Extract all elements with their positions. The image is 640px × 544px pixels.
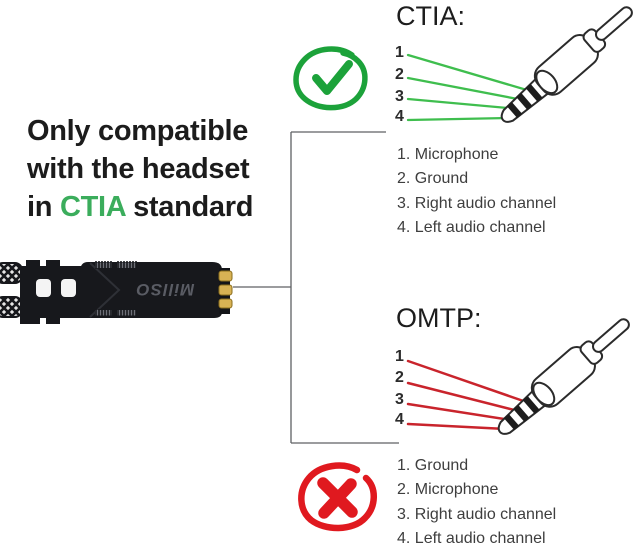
vent-texture: [95, 261, 137, 317]
omtp-label-4: 4. Left audio channel: [397, 530, 546, 544]
headline-line-1: Only compatible: [27, 115, 249, 147]
cross-icon: [298, 462, 377, 532]
braided-cable-bottom: [0, 296, 23, 318]
headline-ctia-highlight: CTIA: [59, 191, 126, 223]
omtp-label-2: 2. Microphone: [397, 481, 499, 499]
ctia-label-1: 1. Microphone: [397, 146, 499, 163]
headline-line-2: with the headset: [27, 153, 250, 185]
bracket-lines: [233, 131, 399, 444]
headline-line-3: in CTIA standard: [27, 191, 254, 223]
omtp-plug-graphic: [488, 307, 640, 446]
ctia-pin-labels: 1. Microphone 2. Ground 3. Right audio c…: [397, 143, 556, 241]
adapter-splitter-graphic: MillSO: [0, 260, 233, 324]
gold-connector: [218, 268, 233, 314]
ctia-plug-graphic: [491, 0, 640, 134]
omtp-pin-2: 2: [395, 369, 404, 386]
headline: Only compatible with the headset in CTIA…: [27, 112, 253, 226]
ctia-pin-lines: [406, 53, 539, 122]
ctia-label-4: 4. Left audio channel: [397, 219, 546, 237]
omtp-label-3: 3. Right audio channel: [397, 505, 557, 523]
adapter-housing: [20, 260, 92, 324]
check-icon: [293, 46, 368, 111]
strain-relief-hole: [36, 279, 51, 297]
ctia-section-title: CTIA:: [396, 1, 466, 31]
omtp-pin-4: 4: [395, 411, 404, 428]
omtp-pin-1: 1: [395, 348, 404, 365]
ctia-label-3: 3. Right audio channel: [397, 194, 557, 212]
omtp-label-1: 1. Ground: [397, 457, 469, 474]
ctia-pin-4: 4: [395, 108, 404, 125]
omtp-pin-labels: 1. Ground 2. Microphone 3. Right audio c…: [397, 454, 556, 544]
braided-cable-top: [0, 262, 23, 284]
omtp-section-title: OMTP:: [396, 303, 482, 333]
adapter-barrel: [80, 262, 222, 318]
omtp-pin-3: 3: [395, 391, 404, 408]
ctia-pin-3: 3: [395, 88, 404, 105]
ctia-pin-2: 2: [395, 66, 404, 83]
ctia-label-2: 2. Ground: [397, 170, 469, 188]
strain-relief-hole: [61, 279, 76, 297]
omtp-pin-lines: [406, 359, 537, 431]
adapter-brand-text: MillSO: [136, 280, 195, 299]
ctia-pin-1: 1: [395, 44, 404, 61]
